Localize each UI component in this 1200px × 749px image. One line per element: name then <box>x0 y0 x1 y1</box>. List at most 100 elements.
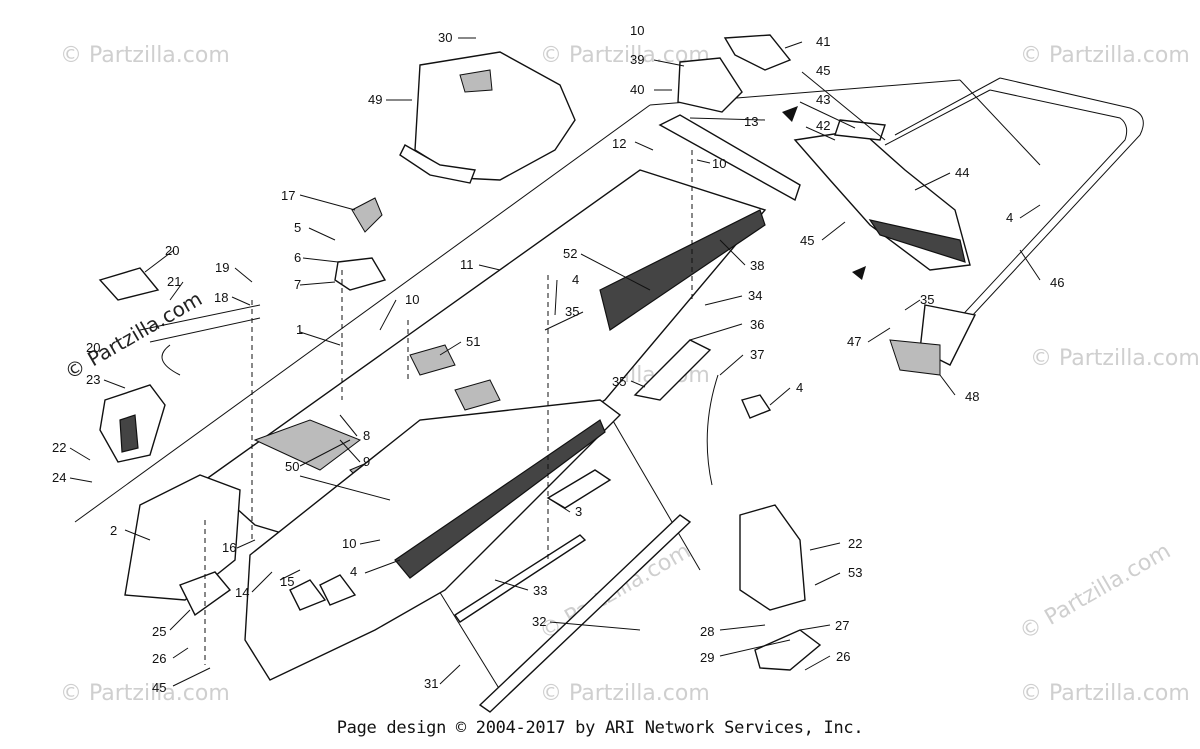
callout-24: 24 <box>52 470 66 485</box>
part-33-bar <box>454 534 587 623</box>
callout-33: 33 <box>533 583 547 598</box>
callout-4: 4 <box>1006 210 1013 225</box>
part-32-bar <box>478 514 692 713</box>
callout-4: 4 <box>350 564 357 579</box>
callout-52: 52 <box>563 246 577 261</box>
rear-bumper-part <box>884 77 1144 376</box>
gas-tank-part <box>399 51 576 184</box>
callout-7: 7 <box>294 277 301 292</box>
callout-3: 3 <box>575 504 582 519</box>
callout-17: 17 <box>281 188 295 203</box>
callout-6: 6 <box>294 250 301 265</box>
callout-19: 19 <box>215 260 229 275</box>
callout-53: 53 <box>848 565 862 580</box>
callout-22: 22 <box>52 440 66 455</box>
callout-23: 23 <box>86 372 100 387</box>
rear-bracket-part <box>677 34 792 113</box>
direction-arrow-icon <box>782 106 798 122</box>
callout-37: 37 <box>750 347 764 362</box>
callout-1: 1 <box>296 322 303 337</box>
part-2-nose <box>124 474 241 601</box>
watermark: © Partzilla.com <box>61 286 207 384</box>
part-20-cover <box>98 267 160 301</box>
callout-20: 20 <box>165 243 179 258</box>
frame-outline-line <box>959 79 1041 166</box>
callout-49: 49 <box>368 92 382 107</box>
part-27-pad <box>754 629 822 671</box>
callout-10: 10 <box>630 23 644 38</box>
callout-21: 21 <box>167 274 181 289</box>
dashed-assembly-lines <box>204 150 693 665</box>
watermark: © Partzilla.com <box>540 681 710 706</box>
callout-8: 8 <box>363 428 370 443</box>
callout-10: 10 <box>342 536 356 551</box>
callout-18: 18 <box>214 290 228 305</box>
watermark: © Partzilla.com <box>60 681 230 706</box>
callout-29: 29 <box>700 650 714 665</box>
callout-4: 4 <box>796 380 803 395</box>
part-23-vents <box>119 414 139 453</box>
footrest-plate-part <box>739 504 806 611</box>
callout-4: 4 <box>572 272 579 287</box>
part-36 <box>633 339 712 401</box>
rear-flap-part <box>793 119 971 271</box>
callout-22: 22 <box>848 536 862 551</box>
callout-20: 20 <box>86 340 100 355</box>
callout-48: 48 <box>965 389 979 404</box>
callout-5: 5 <box>294 220 301 235</box>
callout-45: 45 <box>800 233 814 248</box>
watermark-layer: © Partzilla.com © Partzilla.com © Partzi… <box>60 43 1200 706</box>
callout-14: 14 <box>235 585 249 600</box>
callout-13: 13 <box>744 114 758 129</box>
direction-arrow-icon <box>852 266 866 280</box>
callout-12: 12 <box>612 136 626 151</box>
watermark: © Partzilla.com <box>1020 43 1190 68</box>
callout-47: 47 <box>847 334 861 349</box>
callout-16: 16 <box>222 540 236 555</box>
callout-9: 9 <box>363 454 370 469</box>
callout-30: 30 <box>438 30 452 45</box>
running-board-part <box>244 399 622 681</box>
callout-42: 42 <box>816 118 830 133</box>
callout-28: 28 <box>700 624 714 639</box>
callout-43: 43 <box>816 92 830 107</box>
callout-51: 51 <box>466 334 480 349</box>
callout-labels: 30 49 10 39 40 41 45 43 42 13 12 10 17 5… <box>52 23 1064 695</box>
callout-35: 35 <box>920 292 934 307</box>
callout-45: 45 <box>152 680 166 695</box>
watermark: © Partzilla.com <box>60 43 230 68</box>
part-17 <box>351 197 383 233</box>
callout-44: 44 <box>955 165 969 180</box>
part-21-bar <box>139 304 261 376</box>
leader-lines <box>69 37 1041 687</box>
callout-15: 15 <box>280 574 294 589</box>
part-37-arm <box>706 374 719 486</box>
watermark: © Partzilla.com <box>1016 539 1176 646</box>
callout-11: 11 <box>460 257 474 272</box>
rail-13-part <box>658 114 801 202</box>
callout-46: 46 <box>1050 275 1064 290</box>
callout-31: 31 <box>424 676 438 691</box>
callout-40: 40 <box>630 82 644 97</box>
callout-10: 10 <box>405 292 419 307</box>
watermark: © Partzilla.com <box>1020 681 1190 706</box>
callout-36: 36 <box>750 317 764 332</box>
callout-26: 26 <box>152 651 166 666</box>
callout-26: 26 <box>836 649 850 664</box>
callout-32: 32 <box>532 614 546 629</box>
copyright-footer: Page design © 2004-2017 by ARI Network S… <box>336 718 864 738</box>
part-37-washer <box>741 394 772 419</box>
callout-2: 2 <box>110 523 117 538</box>
callout-25: 25 <box>152 624 166 639</box>
callout-10: 10 <box>712 156 726 171</box>
callout-35: 35 <box>565 304 579 319</box>
callout-34: 34 <box>748 288 762 303</box>
frame-outline-line <box>74 104 651 523</box>
callout-39: 39 <box>630 52 644 67</box>
callout-38: 38 <box>750 258 764 273</box>
callout-41: 41 <box>816 34 830 49</box>
callout-27: 27 <box>835 618 849 633</box>
callout-45: 45 <box>816 63 830 78</box>
callout-35: 35 <box>612 374 626 389</box>
